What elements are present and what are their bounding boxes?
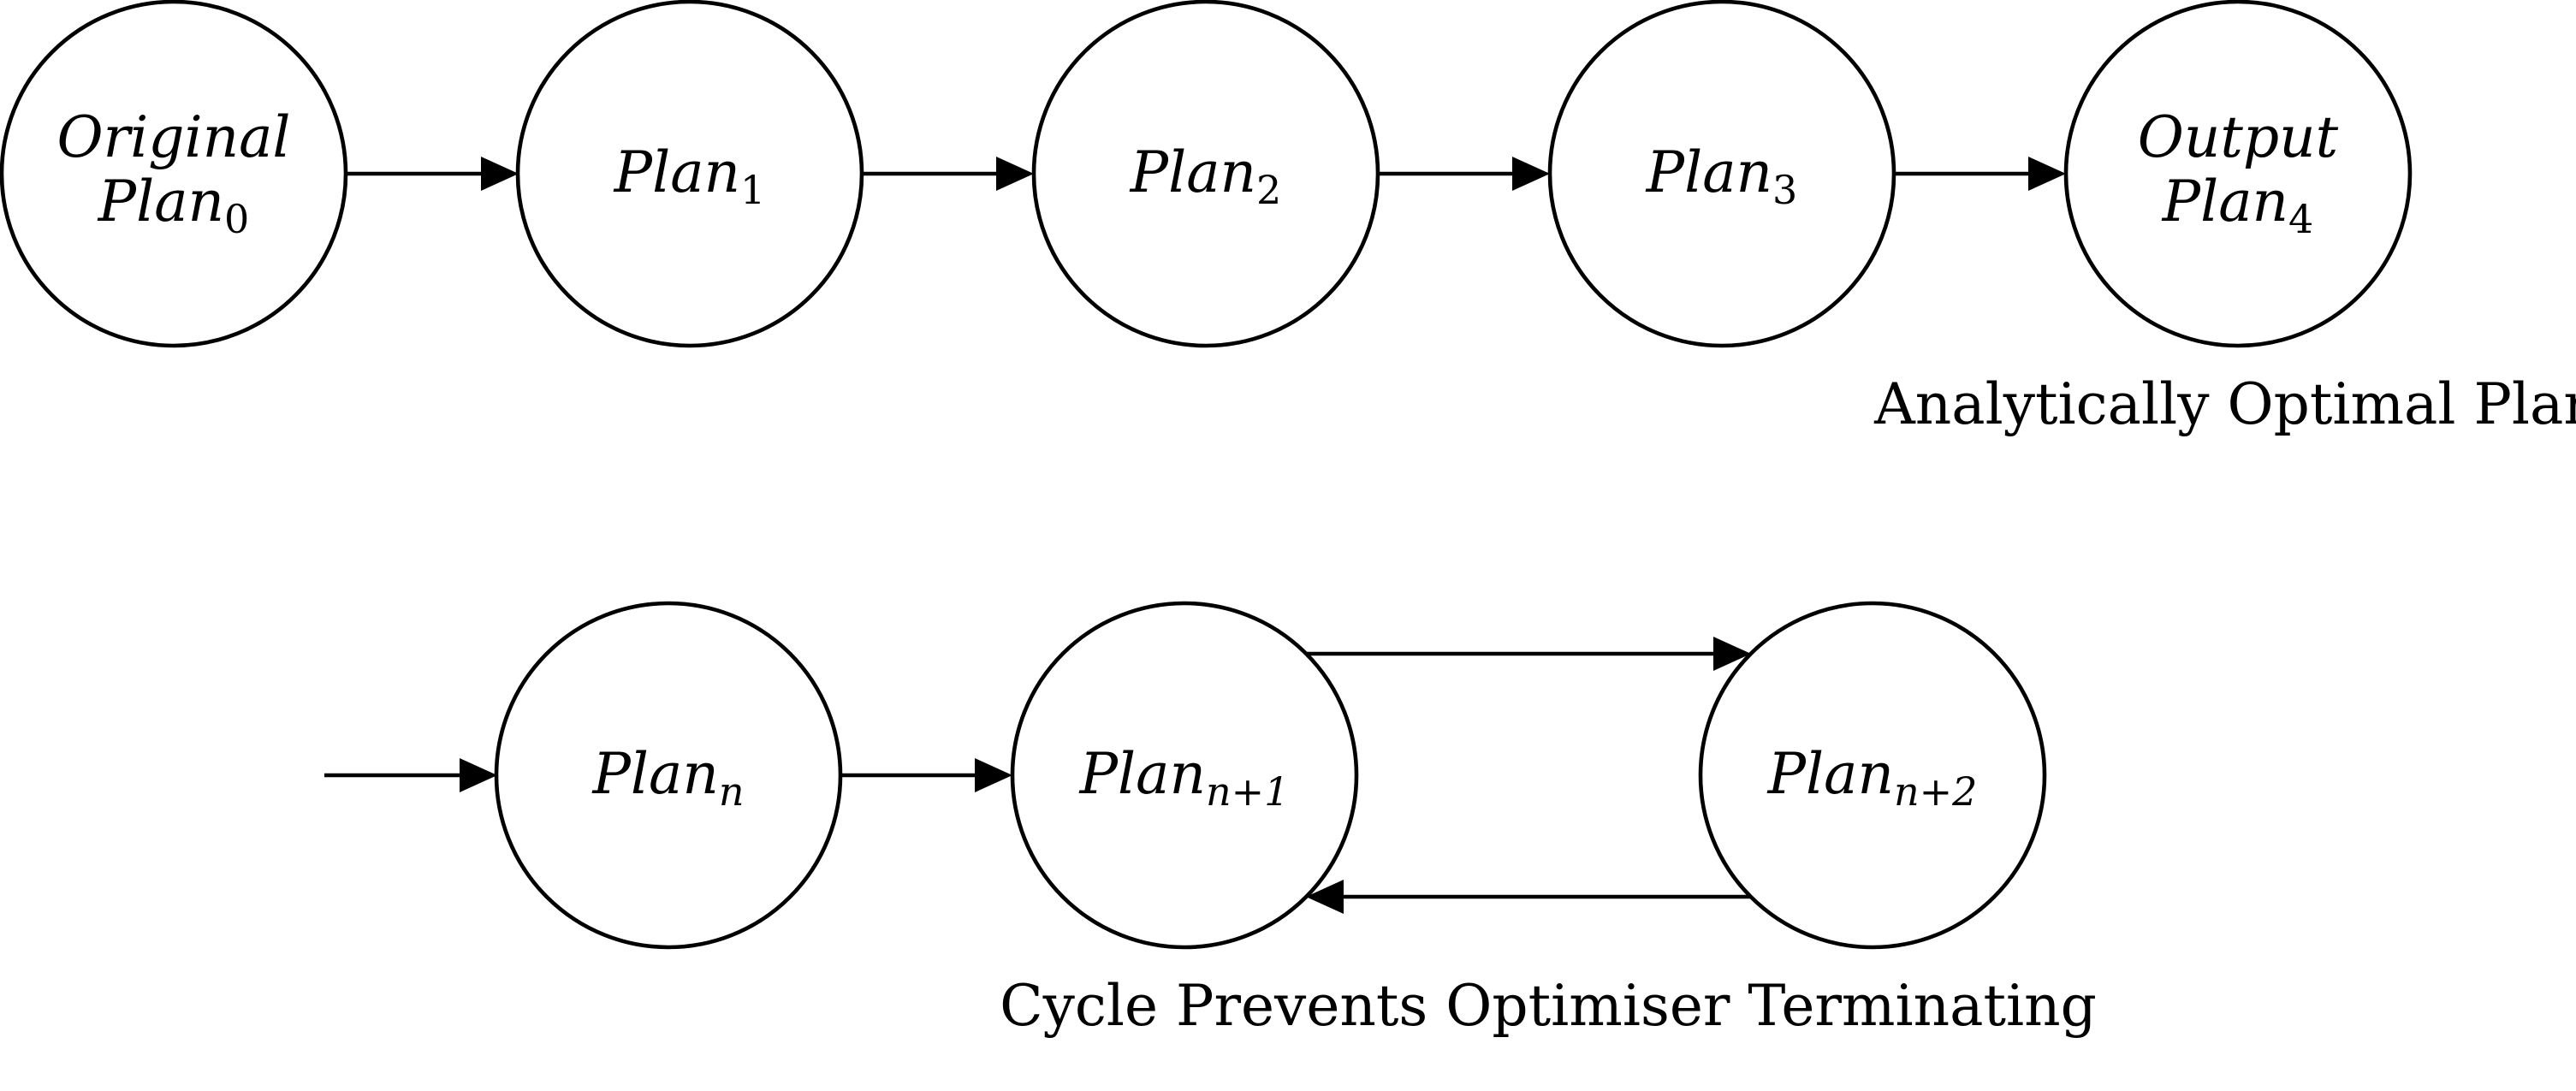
node-plan-n: Plann [494, 601, 843, 950]
node-original-plan-line1: Original [56, 104, 290, 170]
arrowhead [996, 157, 1034, 191]
edge-plan-n-to-plan-n1 [840, 758, 1012, 792]
node-plan-2-label: Plan2 [1130, 139, 1282, 213]
caption-cycle-prevents-termination: Cycle Prevents Optimiser Terminating [1000, 973, 2097, 1039]
edge-plan2-to-plan3 [1378, 157, 1550, 191]
caption-analytically-optimal: Analytically Optimal Plan [1873, 371, 2576, 437]
node-plan-n-plus-1: Plann+1 [1010, 601, 1359, 950]
arrowhead [460, 758, 497, 792]
arrowhead [481, 157, 519, 191]
edge-original-to-plan1 [346, 157, 519, 191]
node-plan-n-plus-1-label: Plann+1 [1079, 741, 1290, 815]
node-original-plan-line2: Plan0 [98, 169, 250, 242]
node-output-plan-line1: Output [2138, 104, 2339, 170]
node-plan-1-label: Plan1 [614, 139, 766, 213]
node-output-plan-line2: Plan4 [2162, 169, 2314, 242]
node-plan-n-label: Plann [591, 741, 744, 815]
arrowhead [975, 758, 1012, 792]
node-output-plan: Output Plan4 [2063, 0, 2413, 348]
arrowhead [2028, 157, 2066, 191]
edge-plan-n2-to-plan-n1 [1306, 880, 1751, 914]
node-plan-3: Plan3 [1547, 0, 1896, 348]
edge-plan-n1-to-plan-n2 [1306, 637, 1751, 671]
edge-incoming-to-plan-n [324, 758, 497, 792]
edge-plan1-to-plan2 [862, 157, 1034, 191]
top-chain: Original Plan0 Plan1 Plan2 [0, 0, 2576, 437]
node-plan-1: Plan1 [515, 0, 864, 348]
arrowhead [1306, 880, 1344, 914]
arrowhead [1512, 157, 1550, 191]
node-plan-n-plus-2-circle [1698, 601, 2047, 950]
node-output-plan-circle [2063, 0, 2413, 348]
node-plan-n-plus-2: Plann+2 [1698, 601, 2047, 950]
edge-plan3-to-output [1894, 157, 2066, 191]
arrowhead [1713, 637, 1751, 671]
node-plan-3-label: Plan3 [1646, 139, 1798, 213]
node-original-plan: Original Plan0 [0, 0, 348, 348]
bottom-cycle: Plann Plann+1 Plann+2 Cycle Prevents [324, 601, 2097, 1039]
node-plan-2: Plan2 [1031, 0, 1380, 348]
node-plan-n-plus-1-circle [1010, 601, 1359, 950]
node-plan-n-plus-2-label: Plann+2 [1767, 741, 1978, 815]
